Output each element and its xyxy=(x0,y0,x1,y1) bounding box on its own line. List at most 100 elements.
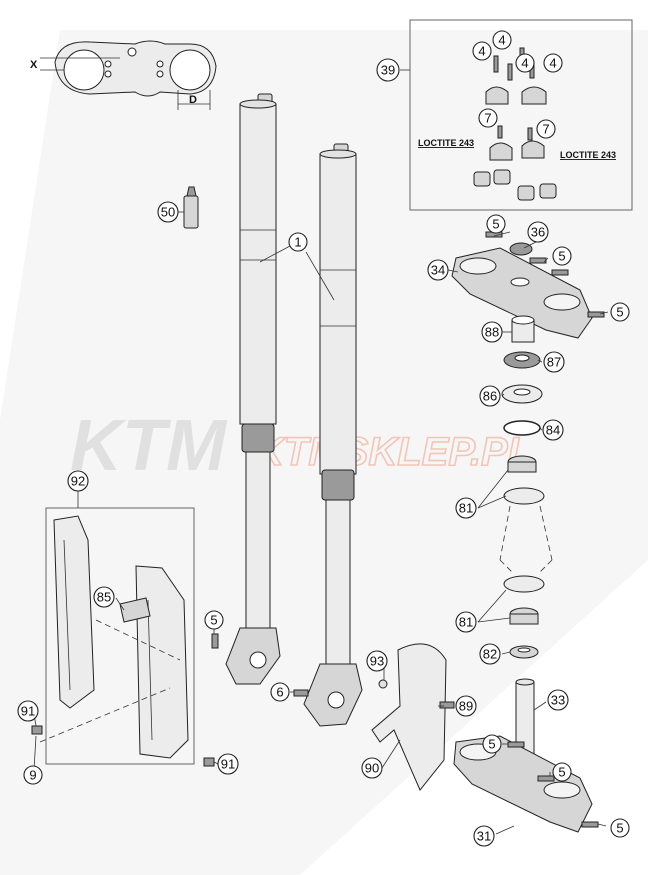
callout-5d: 5 xyxy=(482,734,502,754)
svg-text:85: 85 xyxy=(97,590,111,605)
fork-protector-left xyxy=(53,515,95,709)
svg-text:88: 88 xyxy=(485,325,499,340)
callout-93: 93 xyxy=(366,650,388,672)
svg-text:91: 91 xyxy=(221,757,235,772)
callout-4c: 4 xyxy=(515,53,535,73)
bolt-lower-clamp-a xyxy=(507,741,525,748)
callout-36: 36 xyxy=(527,221,549,243)
callout-5a: 5 xyxy=(486,214,506,234)
dimension-d-label: D xyxy=(189,94,197,106)
svg-text:89: 89 xyxy=(459,699,473,714)
svg-text:4: 4 xyxy=(498,33,505,48)
bearing-lower xyxy=(503,575,545,625)
watermark-brand: KTM xyxy=(70,406,228,486)
callout-85: 85 xyxy=(93,586,115,608)
bearing-upper xyxy=(503,455,545,505)
svg-text:6: 6 xyxy=(276,685,283,700)
fork-protector-right xyxy=(135,565,189,759)
callout-4a: 4 xyxy=(472,41,492,61)
svg-text:90: 90 xyxy=(365,761,379,776)
bolt-lower-clamp-c xyxy=(581,821,599,828)
leader-lines xyxy=(33,69,609,835)
callout-5g: 5 xyxy=(204,610,224,630)
callout-34: 34 xyxy=(427,259,449,281)
bolt-upper-clamp-d xyxy=(587,311,605,318)
callout-31: 31 xyxy=(473,825,495,847)
callout-6: 6 xyxy=(270,682,290,702)
fork-protector-frame xyxy=(45,507,195,765)
dashed-assembly-line-2 xyxy=(39,687,171,743)
svg-text:91: 91 xyxy=(21,704,35,719)
screw-91-left xyxy=(31,725,43,735)
svg-text:5: 5 xyxy=(616,821,623,836)
bolt-89 xyxy=(439,701,455,709)
svg-text:50: 50 xyxy=(161,205,175,220)
handlebar-clamp-frame xyxy=(409,19,633,211)
callout-4d: 4 xyxy=(543,53,563,73)
leader-1a xyxy=(259,245,291,263)
callout-86: 86 xyxy=(479,385,501,407)
callout-33: 33 xyxy=(547,689,569,711)
svg-text:84: 84 xyxy=(546,423,560,438)
callout-92: 92 xyxy=(67,470,89,492)
svg-text:93: 93 xyxy=(370,654,384,669)
dust-seal-87 xyxy=(503,351,541,369)
callout-50: 50 xyxy=(157,201,179,223)
callout-5e: 5 xyxy=(552,762,572,782)
callout-39: 39 xyxy=(376,58,400,82)
bolt-lower-clamp-b xyxy=(537,775,555,782)
svg-text:7: 7 xyxy=(484,111,491,126)
callout-81b: 81 xyxy=(455,611,477,633)
dimension-x-label: X xyxy=(30,59,38,71)
callout-4b: 4 xyxy=(492,30,512,50)
svg-text:1: 1 xyxy=(294,235,301,250)
svg-text:5: 5 xyxy=(616,305,623,320)
svg-text:39: 39 xyxy=(381,63,395,78)
svg-text:4: 4 xyxy=(478,44,485,59)
dashed-assembly-line-1 xyxy=(95,619,181,661)
svg-text:81: 81 xyxy=(459,501,473,516)
triple-clamp-top-view xyxy=(40,40,217,110)
loctite-note-left: LOCTITE 243 xyxy=(418,138,474,148)
svg-text:7: 7 xyxy=(542,122,549,137)
callout-9: 9 xyxy=(23,765,43,785)
watermark: KTM KTMSKLEP.PL xyxy=(70,406,533,486)
callout-7a: 7 xyxy=(478,108,498,128)
callout-82: 82 xyxy=(479,643,501,665)
svg-text:5: 5 xyxy=(488,737,495,752)
svg-text:31: 31 xyxy=(477,829,491,844)
callout-91b: 91 xyxy=(217,753,239,775)
bolt-upper-clamp-c xyxy=(551,269,569,276)
svg-text:36: 36 xyxy=(531,225,545,240)
svg-text:81: 81 xyxy=(459,615,473,630)
brake-line-guide xyxy=(119,597,151,623)
loctite-bottle xyxy=(178,186,199,229)
washer-86 xyxy=(501,384,543,404)
svg-text:5: 5 xyxy=(210,613,217,628)
callout-1: 1 xyxy=(288,232,308,252)
lower-triple-clamp xyxy=(453,735,593,833)
svg-text:87: 87 xyxy=(547,355,561,370)
svg-text:5: 5 xyxy=(492,217,499,232)
loctite-note-right: LOCTITE 243 xyxy=(560,150,616,160)
upper-triple-clamp xyxy=(451,242,593,339)
callout-88: 88 xyxy=(481,321,503,343)
callout-5b: 5 xyxy=(552,246,572,266)
svg-text:86: 86 xyxy=(483,389,497,404)
svg-text:5: 5 xyxy=(558,249,565,264)
washer-93 xyxy=(378,679,388,689)
brake-disc-guard xyxy=(371,643,447,791)
svg-text:34: 34 xyxy=(431,263,445,278)
callout-81a: 81 xyxy=(455,497,477,519)
svg-text:4: 4 xyxy=(549,56,556,71)
fork-leg-left xyxy=(225,93,281,685)
watermark-shop: KTMSKLEP.PL xyxy=(255,430,532,474)
callout-5c: 5 xyxy=(610,302,630,322)
svg-text:92: 92 xyxy=(71,474,85,489)
svg-text:9: 9 xyxy=(29,768,36,783)
svg-text:82: 82 xyxy=(483,647,497,662)
callout-91a: 91 xyxy=(17,700,39,722)
callout-84: 84 xyxy=(542,419,564,441)
o-ring-84 xyxy=(503,420,541,436)
